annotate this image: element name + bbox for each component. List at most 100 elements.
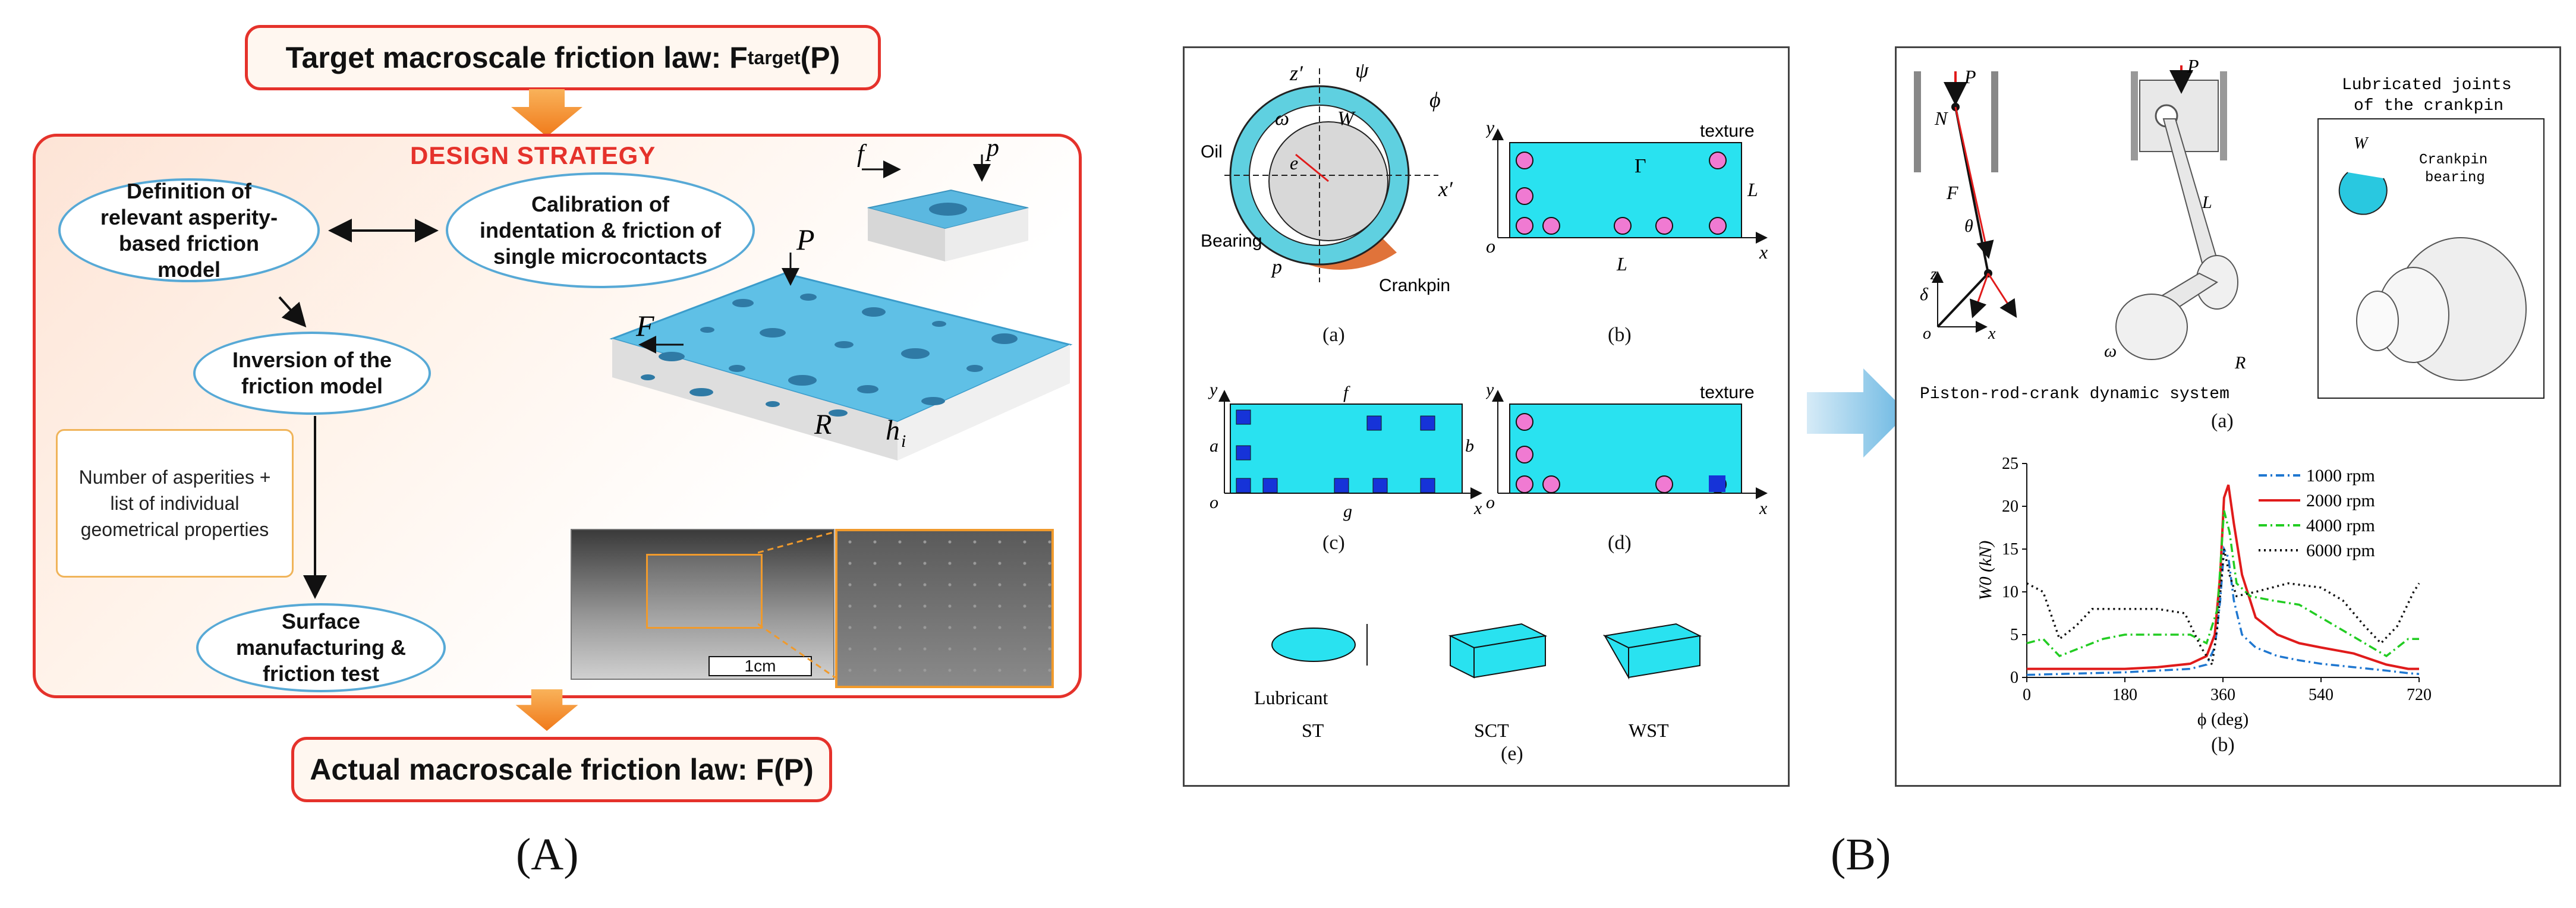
lbl-a-c: a [1210, 436, 1218, 456]
legend-label-1: 2000 rpm [2306, 491, 2375, 510]
x-axis-label: ϕ (deg) [2197, 710, 2249, 729]
lubricated-title-2: of the crankpin [2354, 97, 2503, 115]
lbl-W0-c: W [2354, 134, 2369, 153]
lbl-psi: ψ [1355, 58, 1369, 82]
y-tick-label: 25 [2002, 455, 2018, 473]
texture-d-label: texture [1700, 383, 1755, 402]
lbl-f-c: f [1343, 383, 1350, 402]
lbl-ly: L [1747, 179, 1758, 200]
piston-caption: Piston-rod-crank dynamic system [1920, 385, 2229, 403]
lbl-z: z [1930, 265, 1937, 283]
lbl-y-d: y [1486, 380, 1494, 399]
x-tick-label: 360 [2210, 686, 2235, 704]
lbl-P1: P [1964, 66, 1976, 87]
lbl-zp: z′ [1289, 61, 1303, 85]
sym-R: R [814, 409, 832, 440]
y-tick-label: 0 [2010, 669, 2018, 687]
lbl-g-c: g [1343, 502, 1352, 521]
lbl-o-c2: o [1923, 324, 1931, 343]
lbl-lx: L [1616, 253, 1627, 275]
y-tick-label: 5 [2010, 626, 2018, 644]
lbl-phi: ϕ [1429, 88, 1441, 112]
wst-label: WST [1629, 720, 1669, 741]
lbl-p: p [1271, 256, 1282, 278]
x-tick-label: 0 [2023, 686, 2031, 704]
sub-b-caption: (b) [1608, 324, 1632, 346]
sub-d-caption: (d) [1608, 532, 1632, 554]
x-tick-label: 720 [2407, 686, 2432, 704]
y-tick-label: 10 [2002, 583, 2018, 601]
st-label: ST [1302, 720, 1324, 741]
texture-layout-c: y a o b x f g [1201, 380, 1486, 535]
sym-hi-sub: i [901, 431, 906, 451]
lbl-y-b: y [1486, 119, 1495, 138]
sub-b-c-caption: (b) [2211, 734, 2235, 756]
sample-highlight-box [646, 554, 763, 629]
sub-c-caption: (c) [1322, 532, 1345, 554]
lubricant-label: Lubricant [1254, 687, 1328, 708]
lbl-o-d: o [1486, 493, 1495, 512]
lbl-e: e [1290, 152, 1298, 174]
legend-label-2: 4000 rpm [2306, 516, 2375, 535]
oil-label: Oil [1201, 142, 1223, 162]
lbl-theta: θ [1964, 216, 1973, 236]
panel-a-label: (A) [516, 829, 579, 881]
actual-law-box: Actual macroscale friction law: F(P) [291, 737, 832, 802]
y-tick-label: 20 [2002, 497, 2018, 516]
lbl-L: L [2202, 193, 2212, 212]
down-arrow-bottom [511, 689, 582, 731]
legend-label-3: 6000 rpm [2306, 541, 2375, 560]
lbl-x-c: x [1473, 499, 1482, 518]
y-tick-label: 15 [2002, 540, 2018, 559]
arrow-def-to-inversion [279, 297, 303, 324]
lbl-y-c: y [1208, 380, 1218, 399]
lbl-W0: W [1337, 108, 1356, 130]
bearing-label: Bearing [1201, 231, 1262, 251]
w0-chart: 0 180 360 540 720 0 5 10 15 20 25 ϕ (deg) W0 (kN) 100… [1979, 452, 2467, 749]
textured-surface-illustration: P F R h i [594, 226, 1088, 511]
lbl-xp: x′ [1438, 177, 1453, 201]
lubricated-title-1: Lubricated joints [2342, 76, 2512, 94]
chart-plot-area: 0 180 360 540 720 0 5 10 15 20 25 ϕ (deg) W0 (kN) 100… [1979, 455, 2432, 729]
x-tick-label: 540 [2309, 686, 2333, 704]
lbl-x-c2: x [1988, 324, 1996, 343]
lbl-x-b: x [1759, 241, 1768, 263]
crankpin-bearing-2: bearing [2425, 170, 2485, 186]
lbl-o-b: o [1486, 235, 1495, 257]
x-tick-label: 180 [2112, 686, 2137, 704]
texture-shapes-e: Lubricant ST SCT WST [1236, 588, 1759, 743]
lbl-x-d: x [1759, 499, 1768, 518]
sub-e-caption: (e) [1501, 743, 1523, 765]
lbl-P2: P [2187, 59, 2199, 77]
sym-p: p [985, 143, 999, 162]
lbl-gamma: Γ [1635, 155, 1646, 177]
lbl-Rc: R [2234, 353, 2246, 373]
crankpin-label: Crankpin [1379, 276, 1450, 295]
sym-P: P [796, 226, 815, 256]
bearing-diagram: z′ ψ ϕ x′ ω W e p Oil Bearing Crankpin [1201, 56, 1486, 318]
sym-F: F [635, 309, 654, 342]
sym-hi: h [886, 415, 900, 446]
crankpin-bearing-1: Crankpin [2419, 152, 2487, 168]
sct-label: SCT [1474, 720, 1509, 741]
lbl-N: N [1934, 108, 1948, 129]
zoom-lines [758, 529, 847, 683]
piston-rod-crank-diagram: P N F θ δ z o x Piston-rod-crank dynamic… [1902, 59, 2550, 404]
y-axis-label: W0 (kN) [1979, 541, 1995, 601]
lbl-omega-c: ω [2104, 341, 2117, 361]
sub-a-caption: (a) [1322, 324, 1345, 346]
lbl-omega: ω [1275, 108, 1289, 130]
panel-b-label: (B) [1831, 829, 1891, 881]
texture-layout-b: y o x Γ L L texture [1486, 119, 1771, 297]
lbl-delta: δ [1920, 285, 1929, 304]
legend-label-0: 1000 rpm [2306, 466, 2375, 485]
sub-a-c-caption: (a) [2211, 410, 2234, 433]
texture-b-label: texture [1700, 121, 1755, 141]
zoomed-photo [835, 529, 1054, 688]
lbl-o-c: o [1210, 493, 1218, 512]
sym-f: f [857, 143, 867, 168]
lbl-b-c: b [1465, 436, 1474, 456]
lbl-F: F [1946, 182, 1958, 203]
panel-arrow-right [1807, 368, 1908, 458]
